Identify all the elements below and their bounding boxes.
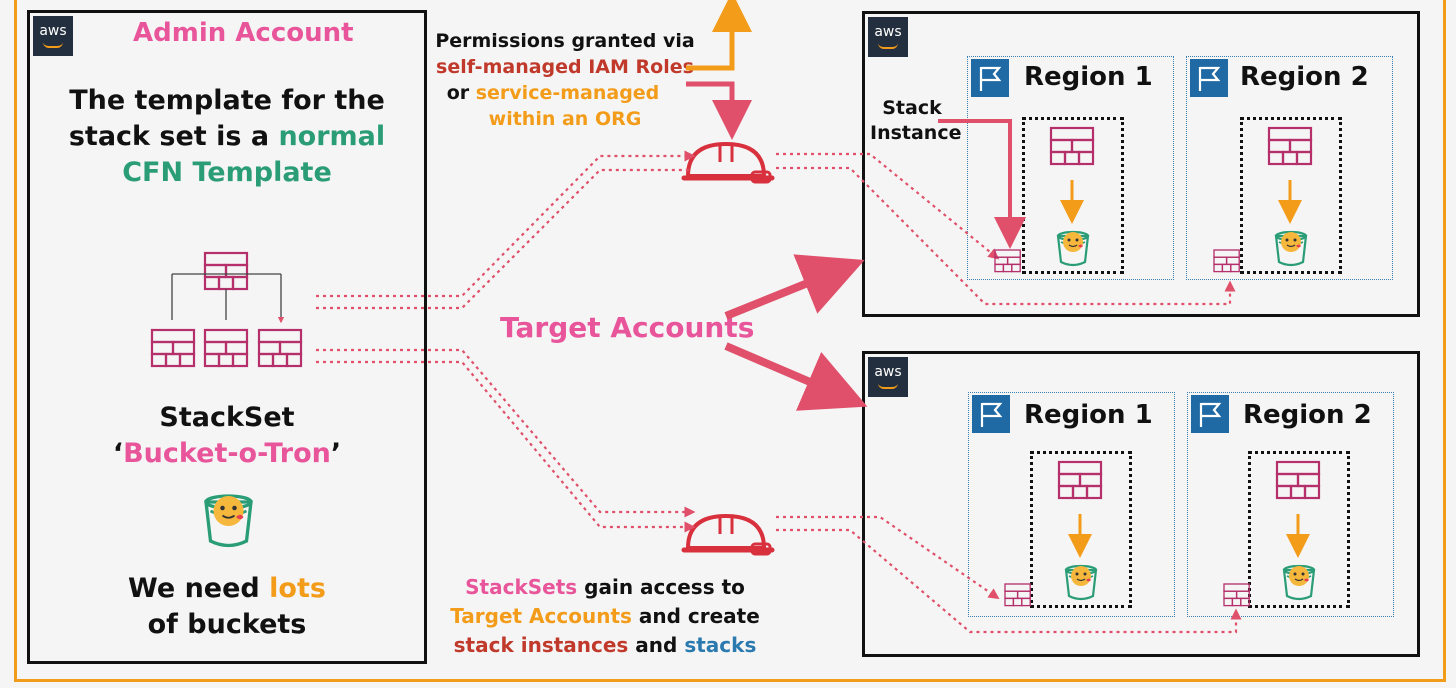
- account-2-region-1-label: Region 1: [1024, 400, 1153, 430]
- target-account-1-box: aws: [862, 11, 1420, 317]
- target-accounts-label: Target Accounts: [500, 311, 755, 344]
- cfn-template-icon: [1049, 126, 1095, 166]
- s3-bucket-icon: [1064, 564, 1098, 601]
- permissions-line4: within an ORG: [488, 108, 642, 130]
- account-2-region-1: [968, 392, 1175, 617]
- stack-instance-icon: [1004, 583, 1031, 607]
- aws-logo-icon: aws: [33, 16, 73, 56]
- template-text-line2: stack set is a normal: [68, 121, 386, 152]
- outer-frame: [14, 0, 1446, 682]
- admin-account-box: aws: [27, 10, 427, 664]
- cfn-template-icon: [1275, 460, 1321, 500]
- stackset-name: ‘Bucket-o-Tron’: [112, 438, 342, 469]
- helmet-role-icon: [684, 144, 772, 182]
- account-2-region-1-stack: [1030, 451, 1132, 608]
- stack-instance-arrow: [938, 119, 1026, 249]
- target-arrow-icon: [724, 254, 865, 320]
- bottom-text-line1: StackSets gain access to: [465, 575, 745, 599]
- stackset-label: StackSet: [159, 402, 295, 433]
- s3-bucket-icon: [1274, 230, 1308, 267]
- need-text-line1: We need lots: [128, 573, 326, 604]
- cfn-template-icon: [257, 328, 303, 368]
- cfn-template-icon: [150, 328, 196, 368]
- region-flag-icon: [972, 395, 1010, 433]
- stack-instance-icon: [1223, 583, 1250, 607]
- cfn-template-icon: [203, 328, 249, 368]
- aws-logo-icon: aws: [868, 17, 908, 57]
- account-1-region-1: [967, 56, 1174, 280]
- bottom-text-line2: Target Accounts and create: [450, 604, 760, 628]
- s3-bucket-icon: [1056, 230, 1090, 267]
- s3-bucket-icon: [1282, 564, 1316, 601]
- account-1-region-1-stack: [1022, 117, 1124, 274]
- aws-logo-icon: aws: [868, 357, 908, 397]
- template-text-line1: The template for the: [69, 85, 385, 116]
- region-flag-icon: [1191, 395, 1229, 433]
- stack-instance-line1: Stack: [882, 97, 942, 119]
- cfn-template-icon: [1057, 460, 1103, 500]
- cfn-template-icon: [1267, 126, 1313, 166]
- cfn-template-icon: [203, 251, 249, 291]
- need-text-line2: of buckets: [147, 609, 307, 640]
- stack-instance-line2: Instance: [870, 122, 962, 144]
- bottom-text-line3: stack instances and stacks: [453, 633, 757, 657]
- red-arrow-icon: [686, 81, 752, 140]
- account-2-region-2-stack: [1248, 451, 1350, 608]
- orange-arrow-icon: [686, 0, 752, 71]
- helmet-role-icon: [684, 516, 772, 554]
- stack-instance-icon: [994, 249, 1021, 273]
- template-text-line3: CFN Template: [122, 157, 332, 188]
- s3-bucket-icon: [204, 494, 253, 548]
- permissions-line1: Permissions granted via: [435, 30, 695, 52]
- permissions-line3: or service-managed: [446, 82, 660, 104]
- region-flag-icon: [1190, 59, 1228, 97]
- target-arrow-icon: [724, 342, 868, 411]
- account-2-region-2-label: Region 2: [1243, 400, 1372, 430]
- permissions-line2: self-managed IAM Roles: [436, 56, 694, 78]
- account-1-region-2: [1186, 56, 1393, 280]
- account-1-region-2-label: Region 2: [1240, 62, 1369, 92]
- hierarchy-connector: [171, 273, 281, 320]
- region-flag-icon: [971, 59, 1009, 97]
- admin-account-title: Admin Account: [133, 18, 354, 48]
- stack-instance-icon: [1213, 249, 1240, 273]
- account-1-region-2-stack: [1240, 117, 1342, 274]
- account-1-region-1-label: Region 1: [1024, 62, 1153, 92]
- account-2-region-2: [1187, 392, 1394, 617]
